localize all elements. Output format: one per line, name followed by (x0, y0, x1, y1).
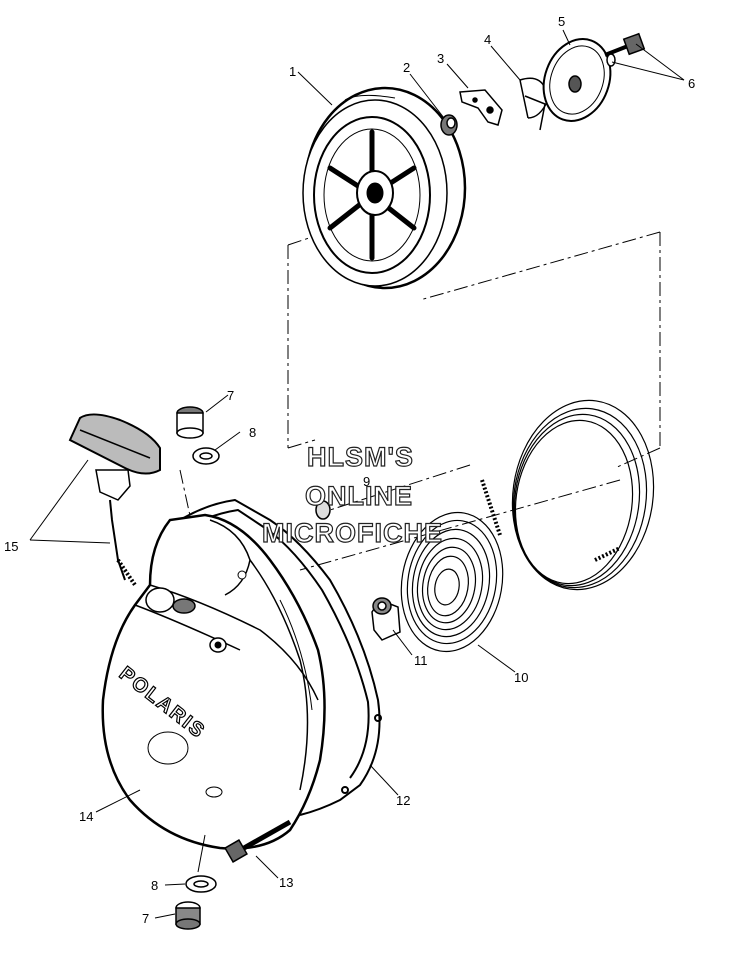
callout-11: 11 (414, 653, 428, 668)
callout-12: 12 (396, 793, 410, 808)
callout-14: 14 (79, 809, 93, 824)
callout-2: 2 (403, 60, 410, 75)
callout-8-top: 8 (249, 425, 256, 440)
washer-top (192, 447, 220, 465)
friction-plate (542, 38, 612, 122)
watermark-line-1: HLSM'S (306, 441, 414, 472)
callout-1: 1 (289, 64, 296, 79)
callout-7-bottom: 7 (142, 911, 149, 926)
watermark-line-2: ONLINE (304, 480, 414, 511)
callout-6: 6 (688, 76, 695, 91)
callout-4: 4 (484, 32, 491, 47)
starter-housing (101, 513, 326, 850)
callout-15: 15 (4, 539, 18, 554)
starter-handle (68, 413, 161, 587)
callout-8-bottom: 8 (151, 878, 158, 893)
housing-bolt (224, 819, 292, 863)
callout-5: 5 (558, 14, 565, 29)
bolt-and-washer (604, 32, 646, 67)
gasket (167, 498, 382, 816)
plug-top (176, 406, 204, 439)
callout-9: 9 (363, 474, 370, 489)
ratchet-pawl (459, 89, 503, 126)
callouts: 1 2 3 4 5 6 7 8 9 10 11 12 13 14 15 8 7 (4, 14, 695, 926)
plug-bottom (175, 901, 201, 930)
starter-rope (315, 399, 655, 591)
recoil-pulley (302, 86, 467, 290)
callout-10: 10 (514, 670, 528, 685)
callout-13: 13 (279, 875, 293, 890)
leader-lines (29, 29, 685, 919)
watermark-line-3: MICROFICHE (261, 517, 443, 548)
callout-7-top: 7 (227, 388, 234, 403)
callout-3: 3 (437, 51, 444, 66)
washer-bottom (185, 875, 217, 893)
recoil-spring (400, 479, 504, 653)
bushing (440, 114, 458, 136)
